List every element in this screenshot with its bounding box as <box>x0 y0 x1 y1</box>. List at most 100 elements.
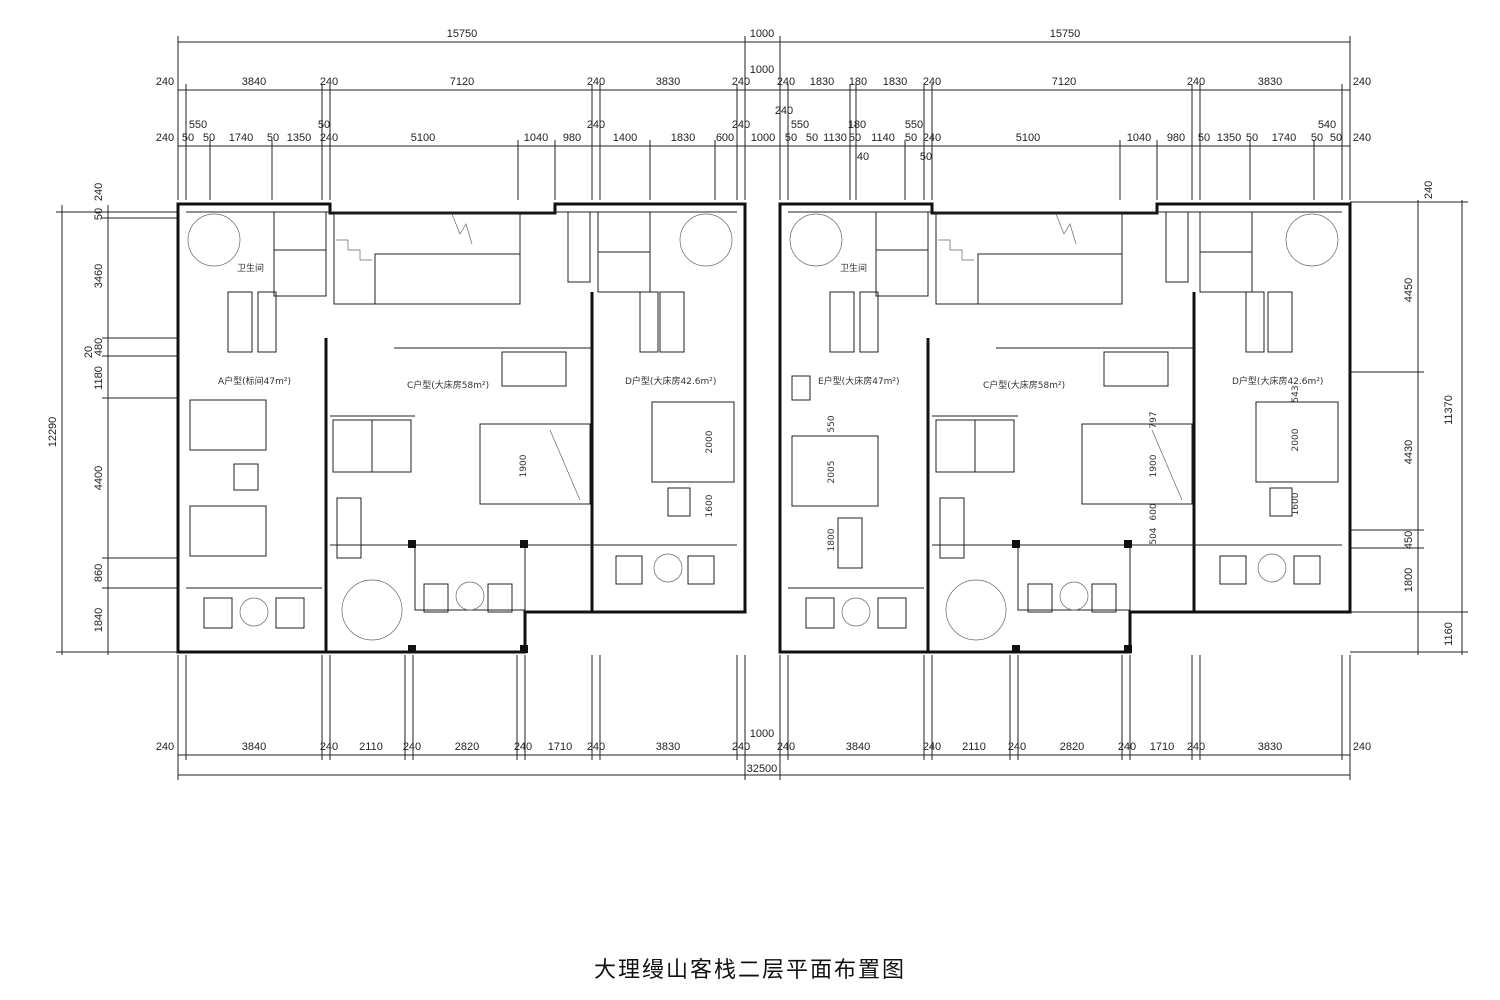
dim-left: 1840 <box>93 608 105 632</box>
dim-top2-l: 240 <box>732 119 750 131</box>
dim-top2-l: 550 <box>189 119 207 131</box>
dim-top1-l: 240 <box>732 76 750 88</box>
furniture-dim: 1900 <box>1149 454 1159 477</box>
dim-top2-r: 550 <box>791 119 809 131</box>
dim-bottom-l: 3840 <box>242 741 266 753</box>
dim-top2-r: 980 <box>1167 132 1185 144</box>
room-label-d1: D户型(大床房42.6m²) <box>625 375 716 387</box>
dim-left: 4400 <box>93 466 105 490</box>
dim-top-overall-mid: 1000 <box>750 28 774 40</box>
dim-top2-r: 550 <box>905 119 923 131</box>
dim-right: 1800 <box>1403 568 1415 592</box>
dim-top1-r: 180 <box>849 76 867 88</box>
dim-bottom-r: 2110 <box>962 741 986 753</box>
dim-top2-r: 180 <box>848 119 866 131</box>
dim-right-overall: 11370 <box>1443 395 1455 425</box>
room-label-e: E户型(大床房47m²) <box>818 375 900 387</box>
dim-right: 450 <box>1403 531 1415 549</box>
dim-top1-l: 240 <box>156 76 174 88</box>
dim-top2-l: 50 <box>267 132 279 144</box>
dim-top2-r: 50 <box>806 132 818 144</box>
furniture-dim: 1600 <box>705 494 715 517</box>
dim-top2-l: 1040 <box>524 132 548 144</box>
furniture-dim: 1900 <box>519 454 529 477</box>
furniture-dim: 1600 <box>1291 492 1301 515</box>
dim-top2-l: 5100 <box>411 132 435 144</box>
dim-right: 4450 <box>1403 278 1415 302</box>
furniture-dim: 2000 <box>1291 428 1301 451</box>
room-label-d2: D户型(大床房42.6m²) <box>1232 375 1323 387</box>
dim-bottom-l: 240 <box>403 741 421 753</box>
dim-top2-r: 50 <box>905 132 917 144</box>
furniture-dim: 504 <box>1149 527 1159 544</box>
dim-bottom-l: 240 <box>156 741 174 753</box>
dim-left: 480 <box>93 338 105 356</box>
dim-top1-r: 240 <box>923 76 941 88</box>
dim-top2-l: 240 <box>320 132 338 144</box>
dim-left: 50 <box>93 208 105 220</box>
dim-top1-l: 3830 <box>656 76 680 88</box>
dim-top2-l: 1400 <box>613 132 637 144</box>
dim-top2-l: 50 <box>182 132 194 144</box>
dim-bottom-r: 3830 <box>1258 741 1282 753</box>
furniture-dim: 2005 <box>827 461 837 484</box>
furniture-dim: 2000 <box>705 430 715 453</box>
furniture-dim: 797 <box>1149 411 1159 428</box>
dim-top2-l: 980 <box>563 132 581 144</box>
dim-top2-l: 1000 <box>751 132 775 144</box>
dim-top1-l: 7120 <box>450 76 474 88</box>
dim-top2-r: 40 <box>857 151 869 163</box>
dim-bottom-l: 240 <box>732 741 750 753</box>
dim-top1-l: 240 <box>587 76 605 88</box>
dim-top2-r: 540 <box>1318 119 1336 131</box>
dim-bottom-r: 240 <box>1008 741 1026 753</box>
dim-top-overall-right: 15750 <box>1050 28 1081 40</box>
dim-left: 1180 <box>93 366 105 390</box>
dim-top2-r: 1130 <box>823 132 847 144</box>
dim-left: 3460 <box>93 264 105 288</box>
dim-left: 860 <box>93 564 105 582</box>
dim-bottom-r: 240 <box>1187 741 1205 753</box>
dim-left-overall: 12290 <box>47 417 59 448</box>
dim-top-overall-left: 15750 <box>447 28 478 40</box>
dim-right: 4430 <box>1403 440 1415 464</box>
dim-bottom-l: 240 <box>587 741 605 753</box>
dim-top2-r: 50 <box>1311 132 1323 144</box>
dim-top1-l: 3840 <box>242 76 266 88</box>
dim-top2-r: 50 <box>1330 132 1342 144</box>
dim-top2-r: 1740 <box>1272 132 1296 144</box>
dim-left: 240 <box>93 183 105 201</box>
dim-top2-r: 50 <box>785 132 797 144</box>
room-label-bath-e: 卫生间 <box>840 262 867 274</box>
dim-top2-l: 1740 <box>229 132 253 144</box>
dim-bottom-r: 240 <box>777 741 795 753</box>
building-left <box>176 202 747 654</box>
dim-bottom-l: 1710 <box>548 741 572 753</box>
dim-bottom-l: 3830 <box>656 741 680 753</box>
dim-top2-l: 600 <box>716 132 734 144</box>
dim-top2-r: 5100 <box>1016 132 1040 144</box>
room-label-c2: C户型(大床房58m²) <box>983 379 1065 391</box>
dim-bottom-r: 240 <box>1118 741 1136 753</box>
dim-top2-r: 240 <box>775 105 793 117</box>
dim-top2-r: 1350 <box>1217 132 1241 144</box>
dim-top2-l: 240 <box>156 132 174 144</box>
top-dimension-lines <box>177 36 1351 200</box>
dim-top1-r: 3830 <box>1258 76 1282 88</box>
room-label-c1: C户型(大床房58m²) <box>407 379 489 391</box>
right-dimension-lines <box>1350 200 1468 655</box>
room-label-a: A户型(标间47m²) <box>218 375 291 387</box>
dim-top2-l: 240 <box>587 119 605 131</box>
dim-bottom-r: 240 <box>1353 741 1371 753</box>
left-dimension-lines <box>56 205 178 655</box>
dim-top1-l: 240 <box>320 76 338 88</box>
furniture-dim: 550 <box>827 415 837 432</box>
furniture-dim: 600 <box>1149 503 1159 520</box>
dim-top1-r: 240 <box>1187 76 1205 88</box>
dim-bottom-overall: 32500 <box>747 763 778 775</box>
dim-top-mid-center: 1000 <box>750 64 774 76</box>
dim-bottom-l: 2820 <box>455 741 479 753</box>
dim-top2-r: 240 <box>1353 132 1371 144</box>
building-right <box>778 202 1352 654</box>
